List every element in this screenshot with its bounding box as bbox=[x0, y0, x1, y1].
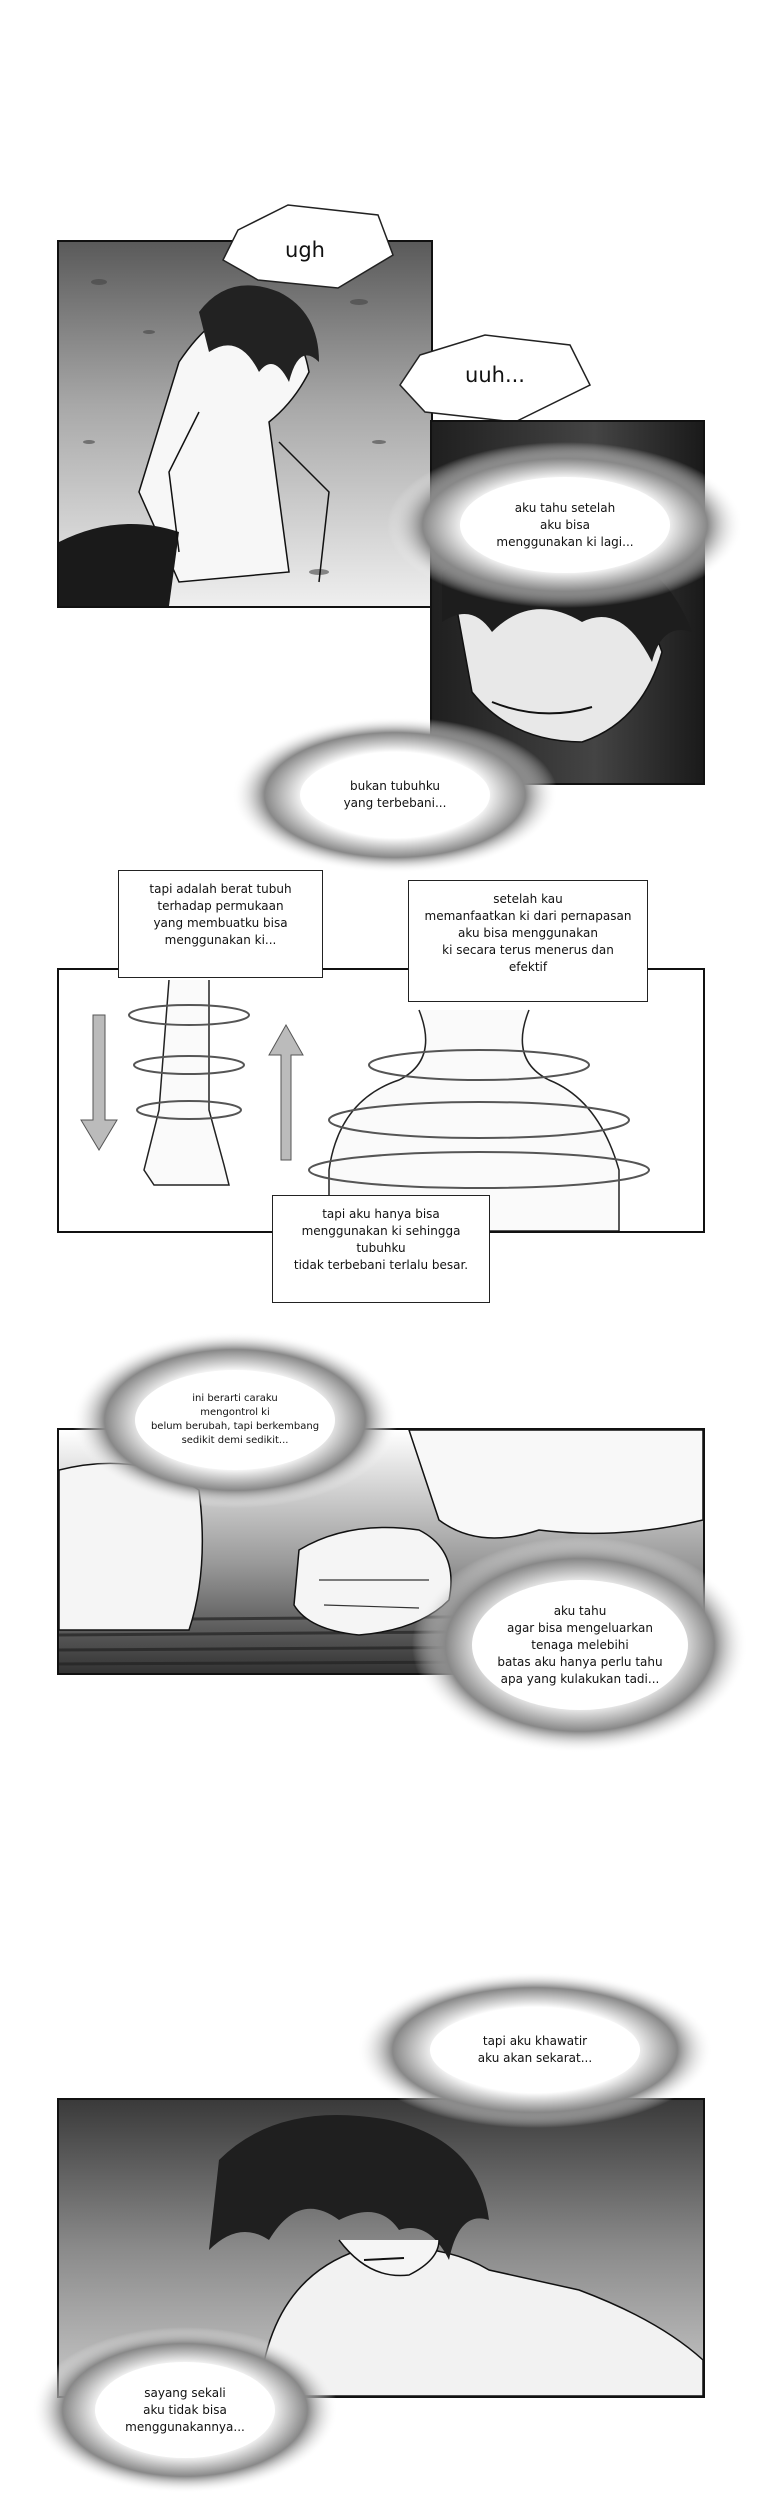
speech-text-uuh: uuh... bbox=[465, 363, 525, 387]
panel-art bbox=[59, 242, 431, 606]
caption-box-only: tapi aku hanya bisa menggunakan ki sehin… bbox=[272, 1195, 490, 1303]
thought-text-control: ini berarti caraku mengontrol ki belum b… bbox=[150, 1393, 320, 1446]
panel-kneeling-figure bbox=[57, 240, 433, 608]
caption-box-weight: tapi adalah berat tubuh terhadap permuka… bbox=[118, 870, 323, 978]
thought-burst-pity bbox=[32, 2327, 338, 2493]
thought-text-worry: tapi aku khawatir aku akan sekarat... bbox=[477, 2034, 593, 2065]
thought-burst-worry bbox=[357, 1972, 713, 2128]
panel-art bbox=[59, 2100, 703, 2396]
thought-burst-body bbox=[232, 717, 558, 873]
thought-text-knew: aku tahu setelah aku bisa menggunakan ki… bbox=[496, 500, 634, 549]
panel-grimace bbox=[57, 2098, 705, 2398]
caption-box-breath: setelah kau memanfaatkan ki dari pernapa… bbox=[408, 880, 648, 1002]
panel-art bbox=[80, 979, 650, 1231]
thought-burst-limit bbox=[412, 1537, 748, 1753]
thought-burst-knew bbox=[387, 442, 743, 608]
thought-text-limit: aku tahu agar bisa mengeluarkan tenaga m… bbox=[497, 1603, 663, 1686]
panel-ki-diagram bbox=[57, 968, 705, 1233]
speech-text-ugh: ugh bbox=[285, 238, 325, 262]
thought-text-body: bukan tubuhku yang terbebani... bbox=[343, 779, 447, 810]
speech-bubble-ugh bbox=[222, 204, 394, 289]
speech-bubble-uuh bbox=[399, 334, 592, 423]
thought-text-pity: sayang sekali aku tidak bisa menggunakan… bbox=[125, 2385, 245, 2434]
thought-burst-control bbox=[72, 1332, 398, 1508]
